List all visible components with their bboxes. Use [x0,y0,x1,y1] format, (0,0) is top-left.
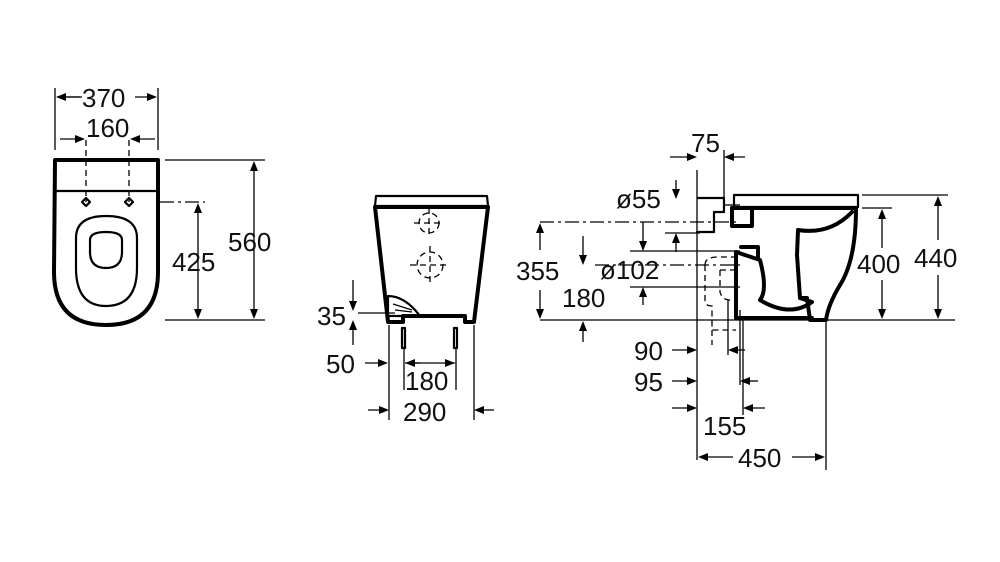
dim-side-95: 95 [634,367,663,397]
front-view: 35 50 180 290 [317,194,494,427]
plan-bowl [74,214,139,308]
dim-plan-370: 370 [82,83,125,113]
dim-plan-160: 160 [86,113,129,143]
dim-front-50: 50 [326,349,355,379]
plan-view: 370 160 560 425 [52,83,271,327]
dim-side-75: 75 [691,128,720,158]
dim-side-155: 155 [703,411,746,441]
dim-front-290: 290 [403,397,446,427]
dim-front-180: 180 [405,366,448,396]
dim-side-440: 440 [914,243,957,273]
front-body [373,205,490,324]
dim-side-180: 180 [562,283,605,313]
dim-side-o55: ø55 [616,184,661,214]
side-seat [732,193,860,209]
plan-drain [88,230,124,270]
dim-side-355: 355 [516,256,559,286]
side-view: 75 ø55 355 ø102 180 400 440 90 95 155 45… [516,128,957,473]
dim-side-90: 90 [634,336,663,366]
side-bowl [734,250,814,312]
side-body [730,206,858,322]
dim-side-400: 400 [857,249,900,279]
front-seat [373,194,490,208]
dim-side-o102: ø102 [600,255,659,285]
dim-plan-560: 560 [228,227,271,257]
plan-outline [52,158,160,327]
dim-front-35: 35 [317,301,346,331]
dim-plan-425: 425 [172,247,215,277]
dim-side-450: 450 [738,443,781,473]
